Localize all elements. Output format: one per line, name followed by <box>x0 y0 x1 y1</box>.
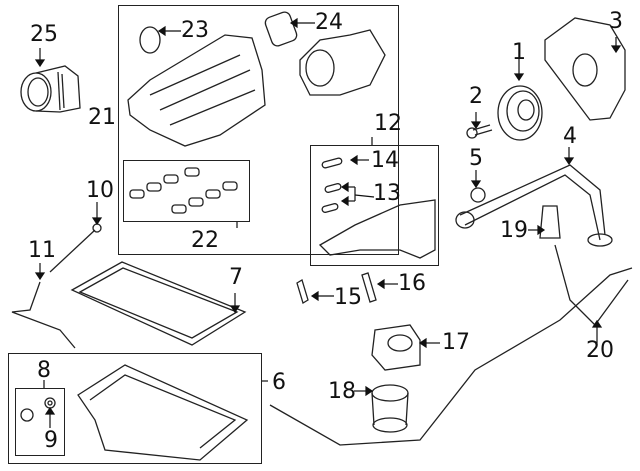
callout-1: 1 <box>512 40 526 65</box>
o-ring-part <box>139 26 161 54</box>
callout-18: 18 <box>328 379 356 404</box>
oil-cooler-part <box>371 324 421 371</box>
callout-3: 3 <box>609 9 623 34</box>
callout-20: 20 <box>586 338 614 363</box>
pickup-tube-part <box>459 164 606 241</box>
callout-8: 8 <box>37 358 51 383</box>
throttle-body-part <box>20 65 81 113</box>
intake-manifold-part <box>127 34 266 147</box>
callout-17: 17 <box>442 330 470 355</box>
intake-manifold-box <box>118 5 399 255</box>
dipstick-tube-part <box>11 281 76 349</box>
callout-5: 5 <box>469 146 483 171</box>
callout-7: 7 <box>229 265 243 290</box>
valve-cover-box <box>310 145 439 266</box>
callout-16: 16 <box>398 271 426 296</box>
callout-15: 15 <box>334 285 362 310</box>
crankshaft-pulley-part <box>497 85 543 141</box>
callout-25: 25 <box>30 22 58 47</box>
callout-4: 4 <box>563 124 577 149</box>
callout-2: 2 <box>469 84 483 109</box>
gasket-part <box>264 11 298 47</box>
dipstick-part <box>49 229 96 273</box>
callout-9: 9 <box>44 428 58 453</box>
pickup-o-ring-part <box>470 187 486 203</box>
callout-6: 6 <box>272 370 286 395</box>
manifold-gaskets-part <box>129 167 238 214</box>
callout-12: 12 <box>374 111 402 136</box>
callout-13: 13 <box>373 181 401 206</box>
oil-filter-part <box>371 384 409 433</box>
oil-pan-part <box>77 364 249 461</box>
drain-plug-part <box>20 408 34 422</box>
callout-14: 14 <box>371 148 399 173</box>
oil-pan-gasket-part <box>70 261 247 346</box>
callout-24: 24 <box>315 10 343 35</box>
callout-11: 11 <box>28 238 56 263</box>
cooler-line-part <box>269 244 633 446</box>
oil-pump-part <box>544 17 626 121</box>
callout-23: 23 <box>181 18 209 43</box>
callout-21: 21 <box>88 105 116 130</box>
callout-22: 22 <box>191 228 219 253</box>
gasket-set-box <box>123 160 250 222</box>
drain-plug-box <box>15 388 65 456</box>
drain-gasket-part <box>44 397 56 409</box>
oil-pan-box <box>8 353 262 464</box>
callout-10: 10 <box>86 178 114 203</box>
valve-cover-part <box>318 199 436 259</box>
callout-19: 19 <box>500 218 528 243</box>
